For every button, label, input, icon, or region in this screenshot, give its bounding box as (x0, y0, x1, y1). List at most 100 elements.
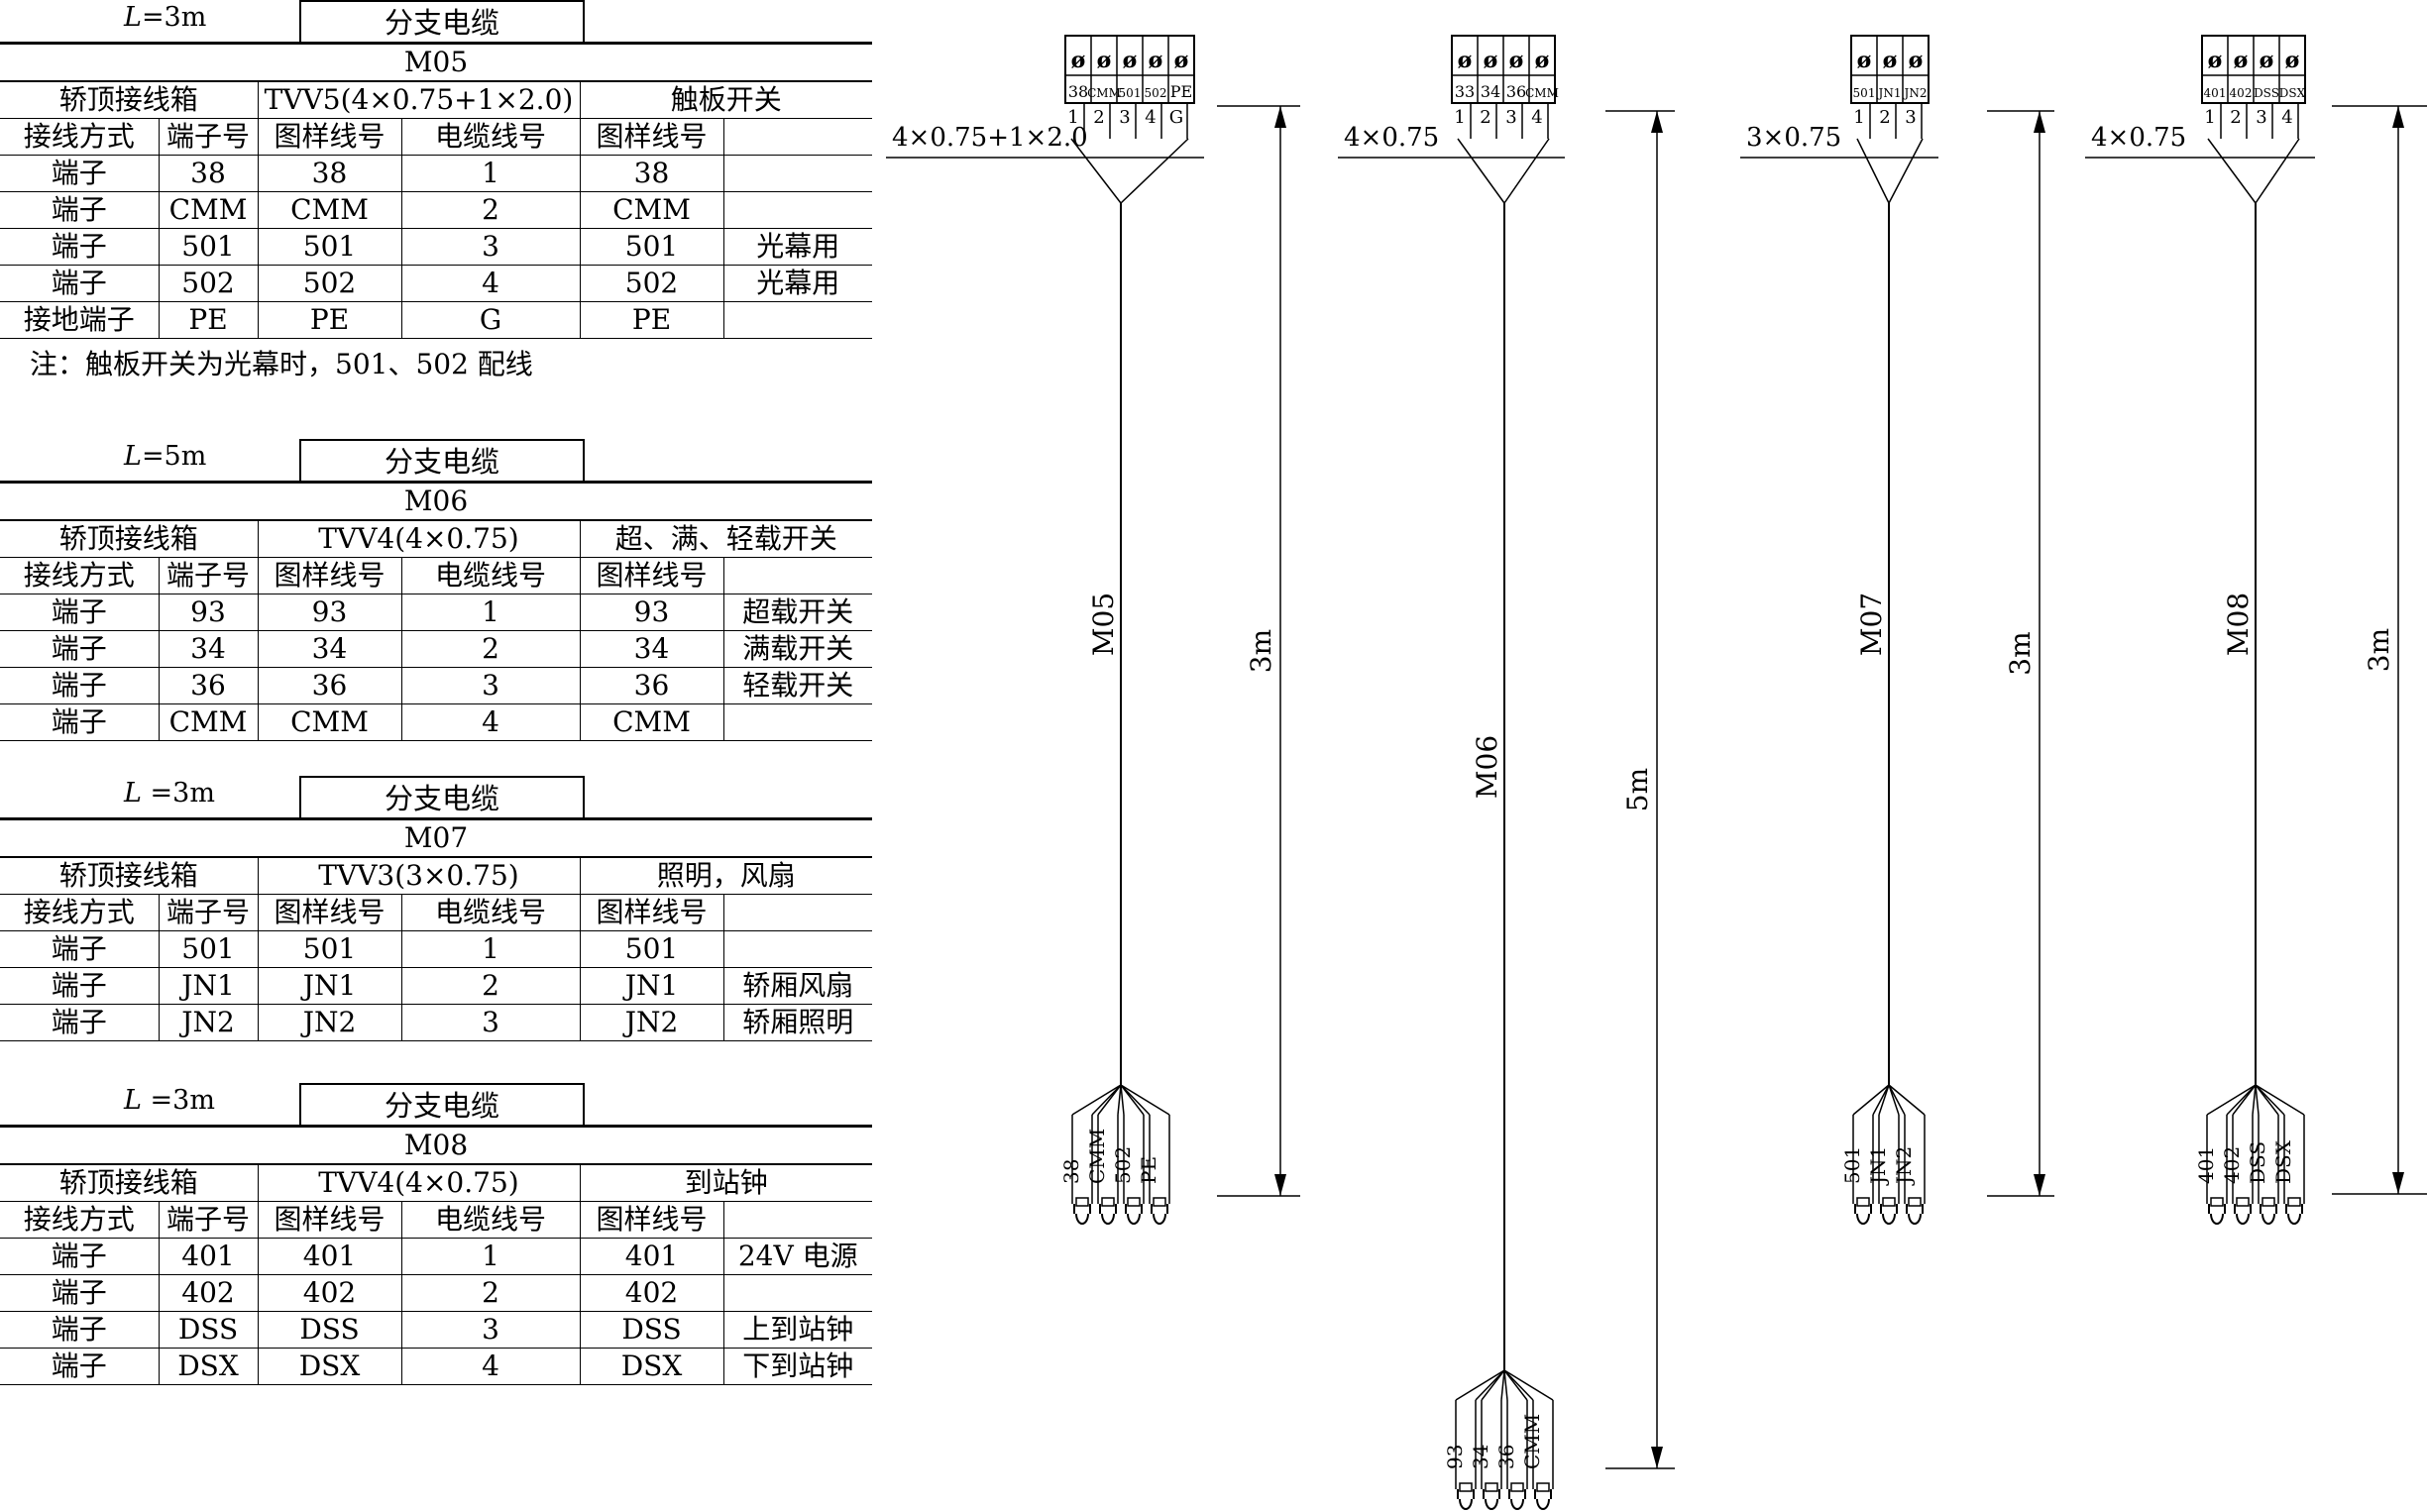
dimension-arrow-icon (2392, 1172, 2404, 1194)
table-cell: 93 (158, 594, 259, 631)
length-label: L =3m (124, 1085, 215, 1116)
table-cell: 接地端子 (0, 301, 160, 339)
fan-wire (1481, 1369, 1505, 1401)
table-cell: CMM (257, 703, 402, 741)
table-cell: 上到站钟 (722, 1311, 872, 1349)
wire-number: G (1169, 107, 1183, 128)
column-header: 图样线号 (579, 557, 724, 594)
table-cell: 超载开关 (722, 594, 872, 631)
wire-number: 1 (1067, 107, 1078, 128)
end-label: 36 (1494, 1445, 1518, 1469)
table-cell: DSS (579, 1311, 724, 1349)
cable-spec-label: 4×0.75+1×2.0 (892, 123, 1088, 153)
group-header: 到站钟 (579, 1163, 872, 1202)
end-label: 402 (2220, 1146, 2244, 1184)
table-cell: 402 (257, 1274, 402, 1312)
table-cell: 端子 (0, 155, 160, 192)
column-header: 图样线号 (579, 1201, 724, 1239)
wire-converge (1888, 138, 1924, 204)
screw-icon: ø (1484, 48, 1498, 73)
terminal-block-frame (1850, 35, 1930, 104)
wire-converge (1120, 138, 1189, 204)
fan-wire (2255, 1084, 2285, 1116)
column-header: 图样线号 (579, 118, 724, 156)
fan-wire (1888, 1084, 1900, 1116)
spade-lug-icon (1483, 1489, 1500, 1510)
cable-code: M06 (0, 483, 872, 521)
screw-icon: ø (1909, 48, 1924, 73)
wire-converge (1503, 138, 1550, 204)
lug-crimp (1536, 1482, 1550, 1492)
table-cell (722, 301, 872, 339)
column-header: 端子号 (158, 1201, 259, 1239)
table-cell: 端子 (0, 1004, 160, 1041)
spade-lug-icon (1854, 1204, 1872, 1225)
dimension-arrow-icon (2392, 106, 2404, 128)
column-header: 接线方式 (0, 557, 160, 594)
screw-icon: ø (1458, 48, 1473, 73)
terminal-label: 36 (1506, 82, 1526, 101)
header-rule (0, 817, 872, 819)
screw-icon: ø (1535, 48, 1550, 73)
table-cell: 24V 电源 (722, 1238, 872, 1275)
table-cell: 端子 (0, 703, 160, 741)
cable-code-label: M05 (1087, 593, 1120, 656)
fan-wire (1475, 1369, 1505, 1401)
table-cell: 端子 (0, 967, 160, 1005)
lug-crimp (1153, 1197, 1166, 1207)
wire-number: 4 (2281, 107, 2292, 128)
wire-number: 1 (1454, 107, 1465, 128)
screw-icon: ø (1097, 48, 1112, 73)
dimension-arrow-icon (2034, 1174, 2045, 1196)
terminal-label: DSX (2279, 86, 2306, 100)
table-cell: 3 (400, 1004, 581, 1041)
table-cell: 端子 (0, 594, 160, 631)
dimension-label: 3m (1245, 629, 1277, 673)
fan-wire (2252, 1084, 2257, 1116)
table-cell: 38 (257, 155, 402, 192)
column-header: 电缆线号 (400, 557, 581, 594)
table-cell: 1 (400, 1238, 581, 1275)
end-label: JN2 (1892, 1146, 1916, 1186)
cable-code-label: M06 (1471, 735, 1503, 799)
end-label: CMM (1085, 1129, 1109, 1184)
terminal-label: JN1 (1877, 86, 1902, 100)
spade-lug-icon (1508, 1489, 1526, 1510)
dimension-arrow-icon (1651, 1447, 1663, 1468)
table-cell: JN2 (158, 1004, 259, 1041)
screw-icon: ø (1509, 48, 1524, 73)
terminal-label: DSS (2254, 86, 2279, 100)
dimension-label: 3m (2363, 628, 2395, 672)
wire-converge (2255, 138, 2300, 204)
table-cell: 4 (400, 1348, 581, 1385)
screw-icon: ø (1149, 48, 1163, 73)
table-cell: JN1 (579, 967, 724, 1005)
lug-crimp (1908, 1197, 1922, 1207)
column-header: 电缆线号 (400, 118, 581, 156)
terminal-label: 38 (1068, 82, 1088, 101)
wire-converge (1856, 138, 1890, 204)
wire-number: 2 (2230, 107, 2241, 128)
table-cell: 下到站钟 (722, 1348, 872, 1385)
screw-icon: ø (2208, 48, 2223, 73)
table-cell: CMM (579, 703, 724, 741)
fan-wire (2226, 1084, 2257, 1116)
lug-crimp (2287, 1197, 2301, 1207)
wire-number: 4 (1531, 107, 1542, 128)
terminal-label: 33 (1455, 82, 1475, 101)
table-title: 分支电缆 (299, 776, 585, 817)
